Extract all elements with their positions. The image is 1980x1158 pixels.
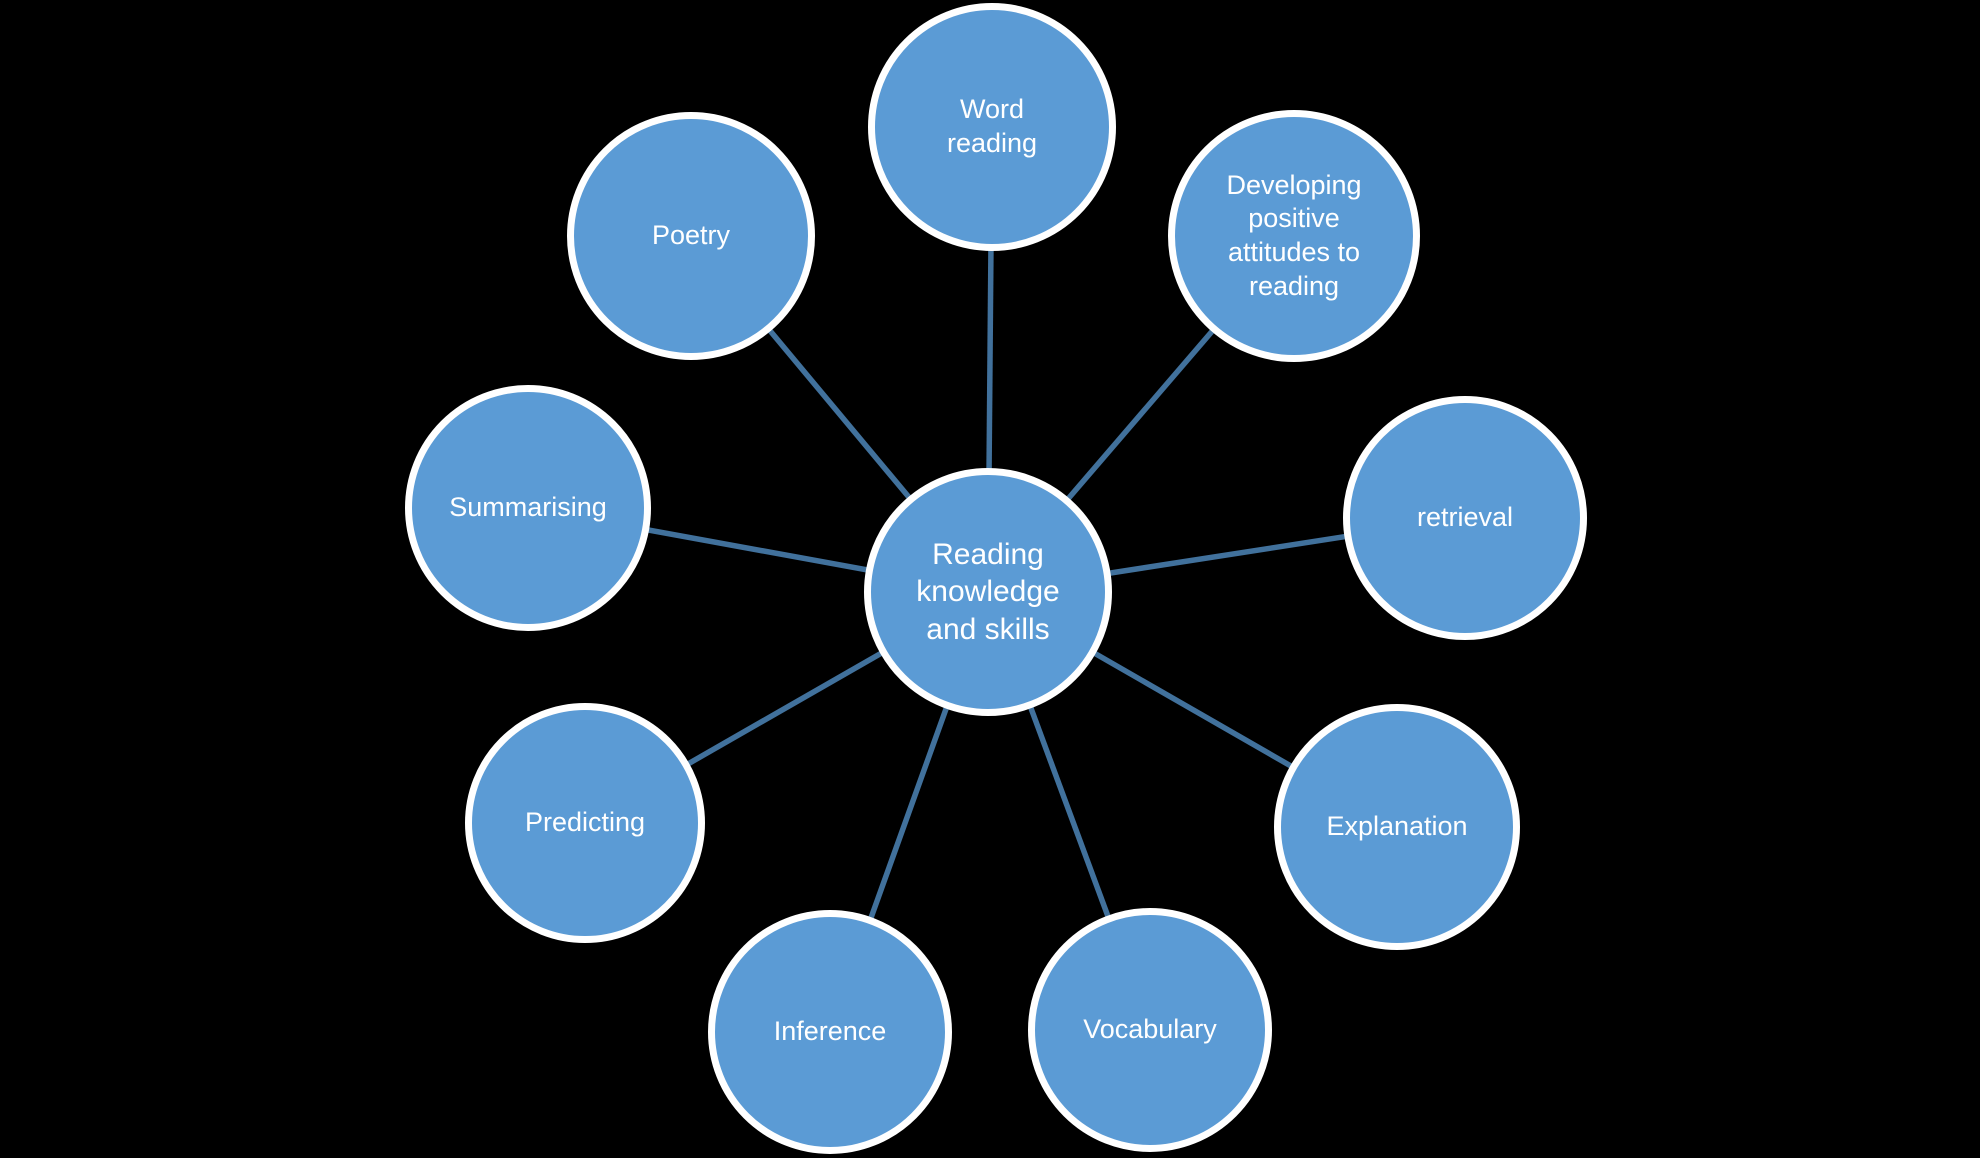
node-poetry: Poetry	[567, 112, 815, 360]
node-predicting: Predicting	[465, 703, 705, 943]
node-summarising-label: Summarising	[449, 492, 607, 523]
central-node-label: Reading knowledge and skills	[916, 537, 1060, 646]
node-vocabulary: Vocabulary	[1028, 908, 1272, 1152]
node-retrieval-label: retrieval	[1416, 502, 1514, 533]
node-inference: Inference	[708, 910, 952, 1154]
node-word-reading-label: Word reading	[946, 94, 1038, 158]
node-explanation-label: Explanation	[1326, 811, 1468, 842]
node-predicting-label: Predicting	[524, 807, 646, 838]
node-developing-positive-attitudes: Developing positive attitudes to reading	[1168, 110, 1420, 362]
node-developing-positive-attitudes-label: Developing positive attitudes to reading	[1226, 169, 1362, 301]
node-inference-label: Inference	[773, 1016, 887, 1047]
central-node-reading-knowledge-and-skills: Reading knowledge and skills	[864, 468, 1112, 716]
node-explanation: Explanation	[1274, 704, 1520, 950]
node-poetry-label: Poetry	[651, 220, 731, 251]
node-vocabulary-label: Vocabulary	[1083, 1014, 1217, 1045]
node-summarising: Summarising	[405, 385, 651, 631]
node-word-reading: Word reading	[868, 3, 1116, 251]
node-retrieval: retrieval	[1343, 396, 1587, 640]
